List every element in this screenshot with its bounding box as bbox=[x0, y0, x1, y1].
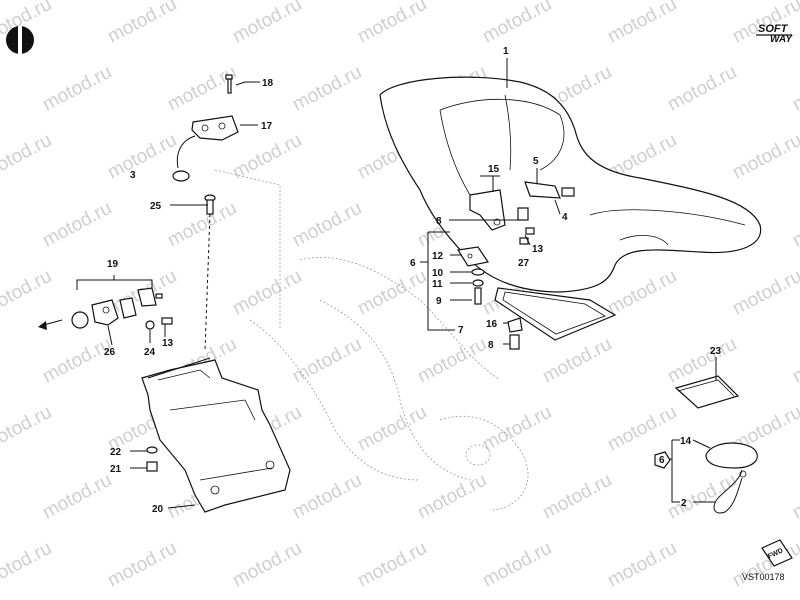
diagram-code: VST00178 bbox=[742, 572, 785, 582]
callout-16: 16 bbox=[486, 319, 498, 330]
fastener-lower bbox=[507, 317, 523, 350]
callout-5: 5 bbox=[533, 156, 539, 167]
callout-1: 1 bbox=[503, 46, 509, 57]
callout-12: 12 bbox=[432, 251, 444, 262]
brand-line2: WAY bbox=[770, 34, 793, 45]
callout-18: 18 bbox=[262, 78, 274, 89]
fastener-stack bbox=[471, 268, 485, 305]
lock-assembly-17 bbox=[172, 115, 239, 182]
fastener-21-22 bbox=[146, 446, 158, 472]
callout-26: 26 bbox=[104, 347, 116, 358]
callout-3: 3 bbox=[130, 170, 136, 181]
callout-19: 19 bbox=[107, 259, 119, 270]
callout-2: 2 bbox=[681, 498, 687, 509]
pad-23 bbox=[674, 375, 740, 409]
callout-4: 4 bbox=[562, 212, 568, 223]
callout-22: 22 bbox=[110, 447, 122, 458]
strap-and-cable bbox=[654, 442, 758, 514]
seat-tray bbox=[494, 287, 617, 341]
frame-ghost-outline bbox=[214, 169, 529, 511]
callout-6: 6 bbox=[410, 258, 416, 269]
latch-bracket bbox=[517, 181, 575, 221]
screw-18 bbox=[225, 74, 233, 94]
callout-11: 11 bbox=[432, 279, 443, 290]
callout-20: 20 bbox=[152, 504, 164, 515]
brand-line1: SOFT bbox=[758, 23, 789, 35]
callout-hex-6: 6 bbox=[659, 455, 665, 466]
callout-10: 10 bbox=[432, 268, 444, 279]
callout-21: 21 bbox=[110, 464, 122, 475]
fwd-badge: FWD bbox=[761, 539, 793, 567]
callout-15: 15 bbox=[488, 164, 500, 175]
callout-17: 17 bbox=[261, 121, 273, 132]
lock-cylinder-group bbox=[38, 287, 173, 330]
mounting-bracket-20 bbox=[141, 357, 291, 513]
callout-9: 9 bbox=[436, 296, 442, 307]
seat-assembly bbox=[379, 76, 762, 293]
callout-23: 23 bbox=[710, 346, 722, 357]
callout-7: 7 bbox=[458, 325, 464, 336]
leader-lines bbox=[76, 58, 717, 509]
callout-8-lower: 8 bbox=[488, 340, 494, 351]
softway-mark: SOFT WAY bbox=[756, 23, 793, 45]
callout-8-upper: 8 bbox=[436, 216, 442, 227]
pin-25 bbox=[204, 194, 216, 351]
callout-27: 27 bbox=[518, 258, 530, 269]
callout-14: 14 bbox=[680, 436, 692, 447]
brand-logo bbox=[6, 26, 34, 54]
callout-24: 24 bbox=[144, 347, 156, 358]
callout-13-left: 13 bbox=[162, 338, 174, 349]
callout-13-right: 13 bbox=[532, 244, 544, 255]
callout-labels: 1 18 17 3 25 5 15 4 8 13 27 12 6 10 11 9… bbox=[104, 46, 722, 515]
plate-12 bbox=[457, 246, 489, 267]
callout-25: 25 bbox=[150, 201, 162, 212]
